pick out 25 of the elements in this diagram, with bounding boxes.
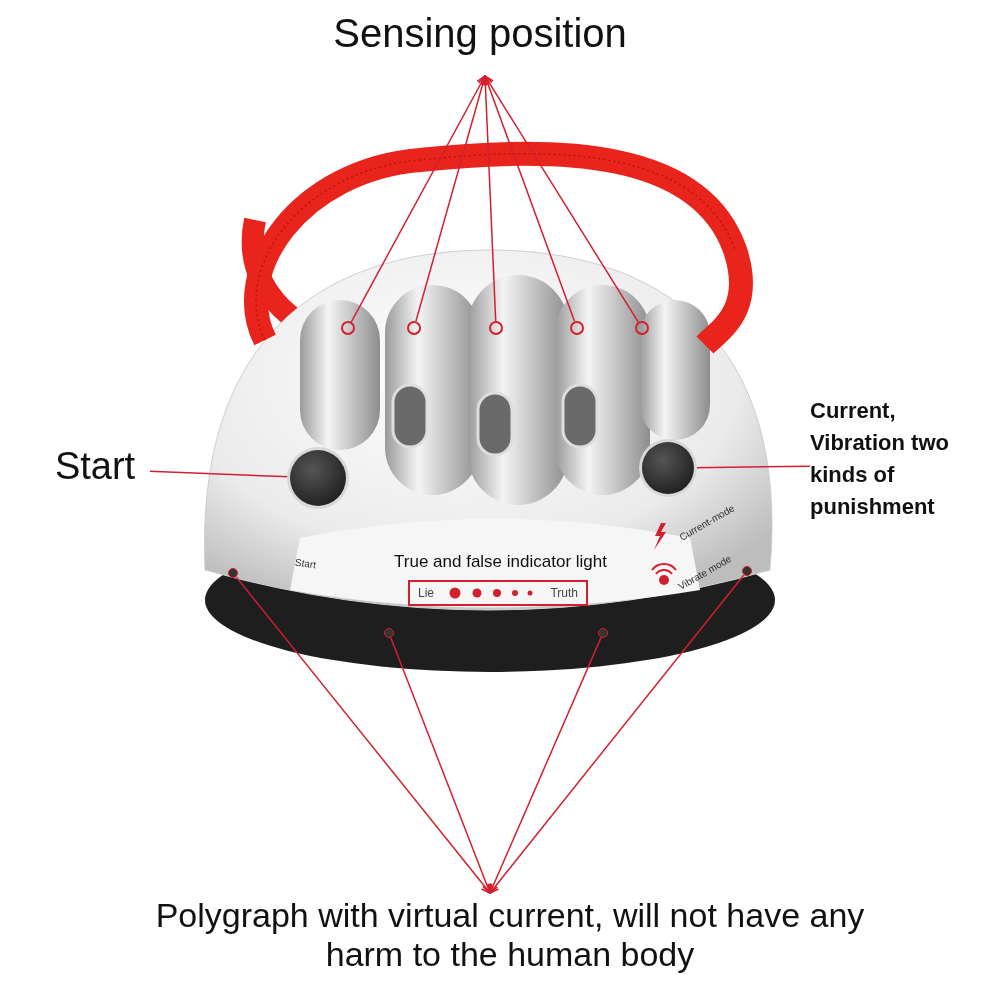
callout-label: Start — [40, 445, 150, 493]
sensor-point-marker — [228, 568, 238, 578]
leader-line — [488, 636, 602, 894]
leader-line — [489, 574, 745, 894]
leader-line — [390, 636, 492, 894]
sensor-point-marker — [489, 321, 503, 335]
indicator-label: Lie — [418, 586, 434, 600]
printed-label: Start — [294, 556, 317, 571]
callout-label: Sensing position — [305, 10, 655, 62]
sensor-point-marker — [341, 321, 355, 335]
sensor-point-marker — [635, 321, 649, 335]
caption-text: Polygraph with virtual current, will not have any harm to the human body — [150, 896, 870, 996]
round-button — [290, 450, 346, 506]
round-button — [642, 442, 694, 494]
sensor-point-marker — [598, 628, 608, 638]
sensor-point-marker — [407, 321, 421, 335]
leader-line — [235, 576, 491, 894]
indicator-heading: True and false indicator light — [393, 552, 608, 572]
sensor-point-marker — [570, 321, 584, 335]
sensor-point-marker — [384, 628, 394, 638]
callout-label: Current, Vibration two kinds of punishment — [810, 395, 995, 535]
sensor-point-marker — [742, 566, 752, 576]
leader-line — [484, 75, 640, 323]
leader-line — [415, 75, 488, 322]
indicator-label: Truth — [550, 586, 578, 600]
